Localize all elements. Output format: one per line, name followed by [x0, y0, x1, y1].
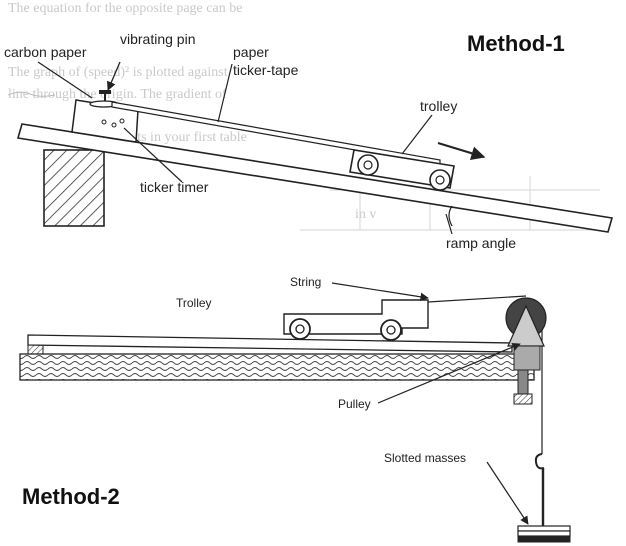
string-horizontal [427, 295, 527, 303]
background-text-line-2: The graph of (speed)² is plotted against [8, 65, 228, 80]
bench [19, 353, 535, 381]
trolley-leader [401, 114, 433, 155]
ticker-timer-leader [123, 127, 183, 183]
label-ticker-tape: ticker-tape [233, 62, 299, 78]
trolley-method-1 [349, 149, 455, 191]
ramp [16, 123, 614, 233]
background-text-cell: in v [355, 207, 376, 222]
label-string: String [290, 275, 321, 289]
pulley-arrow [377, 343, 521, 404]
label-trolley-method-2: Trolley [176, 296, 212, 310]
method-2-heading: Method-2 [22, 484, 120, 509]
string-arrow [331, 282, 429, 301]
label-vibrating-pin: vibrating pin [120, 31, 196, 47]
background-text-line-1: The equation for the opposite page can b… [8, 1, 242, 16]
track-wedge [27, 344, 44, 355]
label-pulley: Pulley [338, 397, 371, 411]
carbon-paper-leader [37, 61, 93, 99]
slotted-masses-arrow [486, 461, 529, 525]
label-paper: paper [233, 44, 269, 60]
method-1-heading: Method-1 [467, 31, 565, 56]
background-text-line-3: line through the origin. The gradient of [8, 87, 227, 102]
track [27, 334, 513, 353]
method-1-diagram: The equation for the opposite page can b… [4, 1, 614, 251]
motion-arrow [437, 142, 486, 161]
pulley [505, 297, 547, 405]
label-slotted-masses: Slotted masses [384, 451, 466, 465]
trolley-method-2 [283, 299, 429, 341]
label-trolley: trolley [420, 98, 457, 114]
label-carbon-paper: carbon paper [4, 44, 87, 60]
ramp-angle-leader [445, 213, 453, 235]
ramp-angle-arc [448, 205, 453, 227]
slotted-masses [517, 453, 571, 543]
support-block [43, 149, 105, 227]
label-ramp-angle: ramp angle [446, 235, 516, 251]
ticker-tape-leader [217, 63, 233, 123]
label-ticker-timer: ticker timer [140, 179, 209, 195]
method-2-diagram: Method-2 [19, 275, 571, 543]
